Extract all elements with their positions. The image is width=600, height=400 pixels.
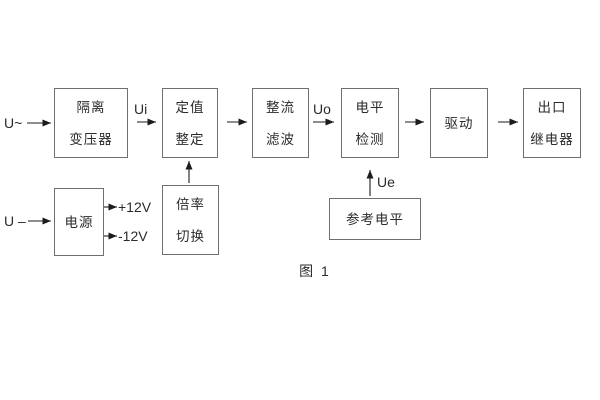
label-uo: Uo bbox=[313, 101, 331, 117]
block-rectifier-filter: 整流 滤波 bbox=[252, 88, 309, 158]
block-line: 倍率 bbox=[176, 196, 205, 212]
label-ue: Ue bbox=[377, 174, 395, 190]
label-ac-input: U~ bbox=[4, 115, 23, 131]
block-line: 隔离 bbox=[76, 99, 106, 115]
block-line: 变压器 bbox=[69, 131, 113, 147]
block-line: 驱动 bbox=[444, 115, 474, 131]
block-value-setting: 定值 整定 bbox=[162, 88, 218, 158]
block-line: 检测 bbox=[355, 131, 385, 147]
block-line: 继电器 bbox=[530, 131, 574, 147]
block-line: 电平 bbox=[355, 99, 385, 115]
block-line: 切换 bbox=[176, 228, 205, 244]
label-plus-12v: +12V bbox=[118, 199, 152, 215]
label-dc-input: U – bbox=[4, 213, 26, 229]
figure-caption: 图 1 bbox=[299, 263, 331, 279]
block-line: 滤波 bbox=[266, 131, 295, 147]
block-power-supply: 电源 bbox=[54, 188, 104, 256]
block-line: 定值 bbox=[175, 99, 205, 115]
block-line: 整流 bbox=[266, 99, 295, 115]
label-ui: Ui bbox=[134, 101, 148, 117]
block-output-relay: 出口 继电器 bbox=[523, 88, 581, 158]
label-minus-12v: -12V bbox=[118, 228, 148, 244]
block-reference-level: 参考电平 bbox=[329, 198, 421, 240]
block-level-detection: 电平 检测 bbox=[341, 88, 399, 158]
block-isolation-transformer: 隔离 变压器 bbox=[54, 88, 128, 158]
block-line: 出口 bbox=[537, 99, 567, 115]
block-line: 参考电平 bbox=[346, 211, 404, 227]
block-drive: 驱动 bbox=[430, 88, 488, 158]
block-ratio-switch: 倍率 切换 bbox=[162, 185, 219, 255]
block-line: 整定 bbox=[175, 131, 205, 147]
block-line: 电源 bbox=[64, 214, 94, 230]
